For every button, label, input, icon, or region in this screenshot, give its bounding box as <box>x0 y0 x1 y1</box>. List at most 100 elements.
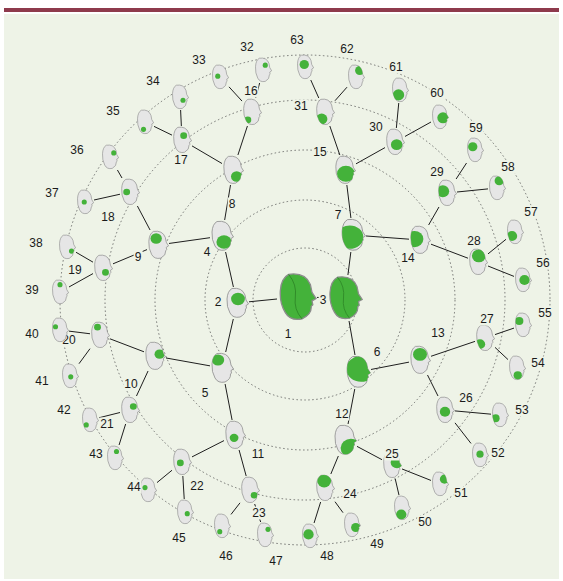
node-number: 8 <box>228 198 237 211</box>
face-node: 30 <box>385 128 405 156</box>
activation-patch <box>468 142 477 151</box>
activation-patch <box>263 63 268 68</box>
tree-branch <box>429 207 439 225</box>
face-model <box>136 109 154 135</box>
face-model <box>224 420 246 450</box>
face-model <box>213 513 231 539</box>
face-model <box>240 476 260 504</box>
node-number: 53 <box>514 404 529 417</box>
node-number: 45 <box>171 532 186 545</box>
face-model <box>475 324 495 352</box>
face-model <box>391 77 409 103</box>
activation-patch <box>355 66 364 75</box>
tree-branch <box>348 252 351 275</box>
face-model <box>409 225 431 255</box>
activation-patch <box>491 414 499 422</box>
face-node: 17 <box>172 126 192 154</box>
head-outline <box>149 231 169 258</box>
activation-patch <box>150 233 161 244</box>
node-number: 21 <box>99 418 114 431</box>
head-outline <box>467 138 483 162</box>
node-number: 28 <box>466 235 481 248</box>
activation-patch <box>155 349 165 358</box>
activation-patch <box>409 231 423 247</box>
node-number: 26 <box>458 392 473 405</box>
activation-patch <box>515 317 523 325</box>
node-number: 7 <box>334 209 343 222</box>
tree-branch <box>396 103 398 128</box>
face-model <box>296 54 314 80</box>
activation-patch <box>440 475 449 484</box>
head-outline <box>507 220 523 244</box>
node-number: 24 <box>342 488 357 501</box>
tree-branch <box>431 244 468 258</box>
face-model <box>90 321 110 349</box>
activation-patch <box>230 434 239 442</box>
face-node: 52 <box>471 442 489 468</box>
activation-patch <box>111 150 116 155</box>
face-model <box>51 317 69 343</box>
face-node: 47 <box>256 522 274 548</box>
face-model <box>491 402 509 428</box>
face-model <box>120 396 140 424</box>
tree-branch <box>183 476 184 499</box>
activation-patch <box>102 269 109 276</box>
head-outline <box>177 500 193 524</box>
node-number: 3 <box>319 294 328 307</box>
face-model <box>431 104 449 130</box>
face-node: 25 <box>382 451 402 479</box>
face-node: 39 <box>51 279 69 305</box>
face-model <box>508 355 526 381</box>
head-outline <box>432 472 448 496</box>
head-outline <box>52 280 68 304</box>
head-outline <box>515 313 531 337</box>
panel <box>4 14 559 579</box>
face-shading <box>338 277 350 318</box>
head-outline <box>59 235 75 259</box>
activation-patch <box>440 407 450 417</box>
head-outline <box>470 249 488 274</box>
head-outline <box>82 408 98 432</box>
node-number: 47 <box>268 555 283 568</box>
node-number: 10 <box>123 378 138 391</box>
face-node: 3 <box>327 275 363 321</box>
face-model <box>488 175 506 201</box>
face-shading <box>289 274 302 319</box>
head-outline <box>62 364 78 388</box>
activation-patch <box>141 127 146 132</box>
face-model <box>211 64 229 90</box>
face-node: 55 <box>514 312 532 338</box>
node-number: 12 <box>334 408 349 421</box>
face-node: 5 <box>210 352 234 384</box>
node-number: 4 <box>203 246 212 259</box>
activation-patch <box>142 485 147 490</box>
node-number: 17 <box>173 154 188 167</box>
activation-patch <box>69 248 74 253</box>
face-model <box>333 424 357 456</box>
face-node: 4 <box>210 220 234 252</box>
tree-branch <box>395 479 399 495</box>
node-number: 6 <box>373 346 382 359</box>
head-outline <box>137 110 153 134</box>
face-node: 23 <box>240 476 260 504</box>
node-number: 32 <box>239 41 254 54</box>
activation-patch <box>84 422 89 427</box>
face-node: 28 <box>468 248 488 276</box>
head-outline <box>122 397 140 422</box>
head-outline <box>92 322 110 347</box>
activation-patch <box>94 324 101 331</box>
level-ring <box>205 200 405 400</box>
face-node: 20 <box>90 321 110 349</box>
node-number: 59 <box>468 122 483 135</box>
activation-patch <box>300 60 309 69</box>
face-model <box>222 155 244 185</box>
tree-branch <box>79 349 90 364</box>
tree-branch <box>366 236 409 239</box>
activation-patch <box>217 529 222 534</box>
head-outline <box>509 356 525 380</box>
node-number: 39 <box>24 284 39 297</box>
tree-branch <box>357 446 382 459</box>
node-number: 44 <box>126 481 141 494</box>
face-node: 29 <box>437 179 457 207</box>
face-node: 46 <box>213 513 231 539</box>
